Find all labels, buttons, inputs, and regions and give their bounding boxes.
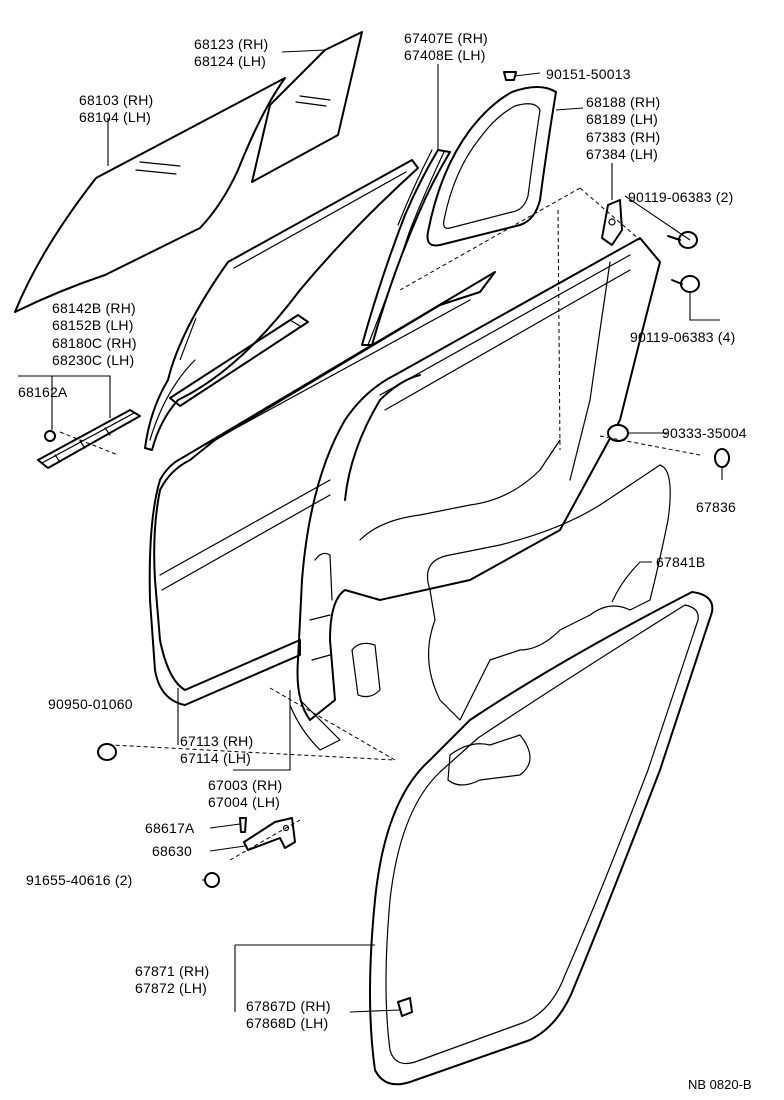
door-hinge [243, 817, 296, 851]
label-90950: 90950-01060 [48, 696, 133, 712]
service-hole-cover [426, 464, 671, 786]
label-68124: 68124 (LH) [194, 53, 266, 69]
label-68230c: 68230C (LH) [52, 352, 134, 368]
label-90119-4: 90119-06383 (4) [630, 329, 735, 345]
door-glass [14, 77, 286, 313]
label-67113: 67113 (RH) [180, 733, 253, 749]
hole-plug [97, 743, 117, 761]
label-68188: 68188 (RH) [586, 94, 660, 110]
label-68180c: 68180C (RH) [52, 335, 137, 351]
label-67383: 67383 (RH) [586, 129, 660, 145]
label-67114: 67114 (LH) [180, 750, 251, 766]
label-68142b: 68142B (RH) [52, 300, 136, 316]
label-68104: 68104 (LH) [79, 109, 151, 125]
label-68617a: 68617A [145, 820, 195, 836]
label-67384: 67384 (LH) [586, 146, 658, 162]
label-90151: 90151-50013 [546, 66, 631, 82]
hinge-bracket [601, 199, 623, 246]
label-67003: 67003 (RH) [208, 777, 282, 793]
label-67841b: 67841B [656, 554, 705, 570]
belt-weatherstrip-outer [37, 409, 141, 469]
quarter-window-weatherstrip [426, 86, 557, 247]
label-68123: 68123 (RH) [194, 36, 268, 52]
label-67836: 67836 [696, 499, 736, 515]
label-68162a: 68162A [18, 384, 68, 400]
label-90333: 90333-35004 [662, 425, 747, 441]
screw-90151 [503, 71, 517, 81]
hinge-pin [239, 817, 247, 833]
label-68152b: 68152B (LH) [52, 317, 134, 333]
door-outer-panel [148, 271, 496, 706]
label-68189: 68189 (LH) [586, 111, 658, 127]
label-90119-2: 90119-06383 (2) [628, 189, 733, 205]
label-67871: 67871 (RH) [135, 963, 209, 979]
label-67004: 67004 (LH) [208, 794, 280, 810]
label-67867d: 67867D (RH) [246, 998, 331, 1014]
bolt-90119-lower [671, 275, 700, 293]
label-67408e: 67408E (LH) [404, 47, 486, 63]
door-inner-panel [289, 237, 661, 751]
label-91655: 91655-40616 (2) [26, 872, 133, 888]
clip-67836 [714, 448, 730, 468]
label-67868d: 67868D (LH) [246, 1015, 328, 1031]
hinge-bolt [204, 872, 220, 888]
leader-lines [18, 49, 723, 1013]
part-labels: 68123 (RH) 68124 (LH) 67407E (RH) 67408E… [18, 30, 747, 1031]
quarter-glass [251, 31, 363, 183]
clip-67867d [397, 997, 413, 1017]
label-68630: 68630 [152, 843, 192, 859]
diagram-code: NB 0820-B [688, 1077, 752, 1092]
door-weatherstrip [369, 591, 714, 1086]
belt-weatherstrip-inner [169, 314, 309, 407]
grommet [607, 424, 629, 442]
label-67407e: 67407E (RH) [404, 30, 488, 46]
assembly-lines [59, 187, 701, 861]
label-67872: 67872 (LH) [135, 980, 207, 996]
label-68103: 68103 (RH) [79, 92, 153, 108]
